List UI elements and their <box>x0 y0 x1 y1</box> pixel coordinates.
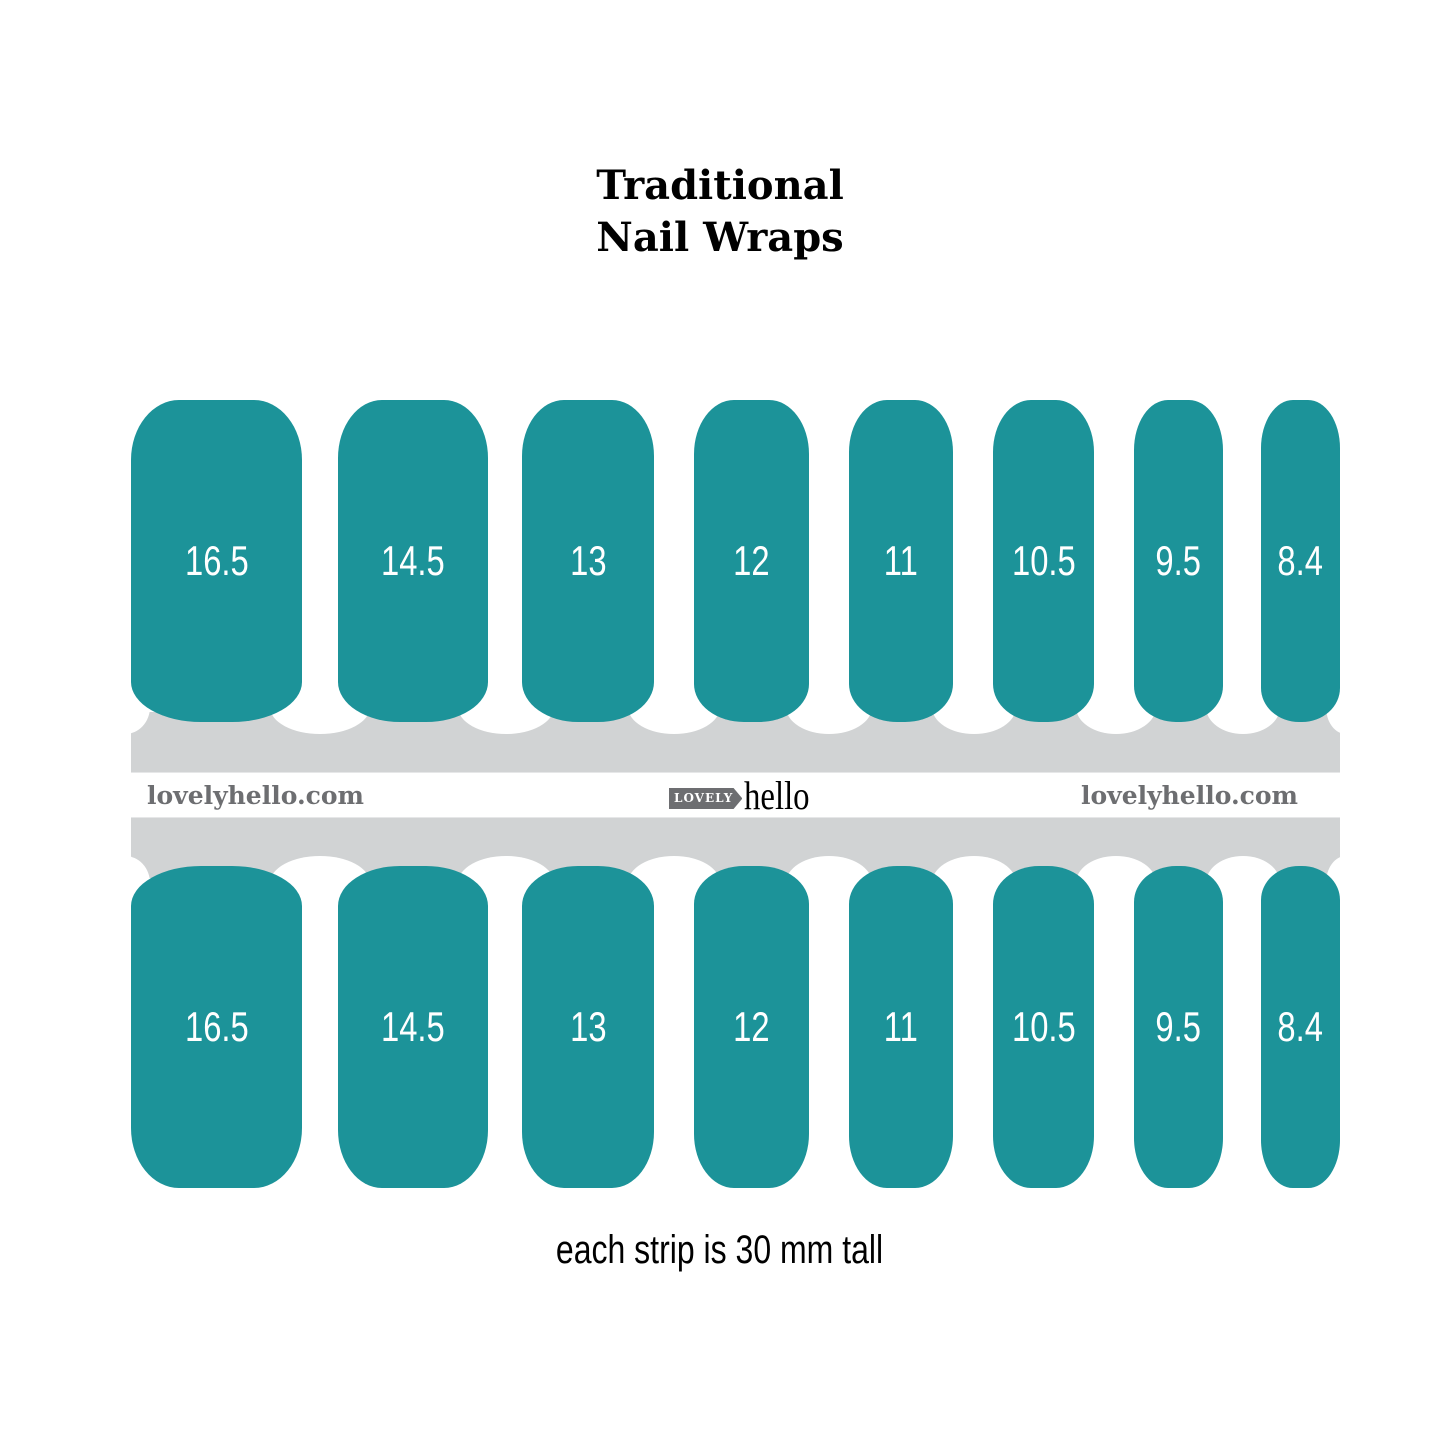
nail-size-label: 9.5 <box>1155 1003 1202 1050</box>
nail-size-label: 12 <box>733 537 770 584</box>
nail-size-label: 13 <box>569 537 607 584</box>
nail-size-label: 9.5 <box>1155 537 1202 584</box>
nail-wrap: 11 <box>849 400 953 722</box>
website-text-left: lovelyhello.com <box>147 781 364 810</box>
brand-logo: LOVELY hello <box>669 776 824 816</box>
nail-wrap: 16.5 <box>131 866 302 1188</box>
caption-text: each strip is 30 mm tall <box>556 1228 884 1272</box>
nail-size-label: 11 <box>883 1003 918 1050</box>
page-title: Traditional Nail Wraps <box>0 160 1440 264</box>
nail-size-label: 10.5 <box>1011 537 1076 584</box>
nail-wrap: 13 <box>522 866 654 1188</box>
nail-wrap: 12 <box>694 866 809 1188</box>
nail-size-label: 8.4 <box>1277 537 1324 584</box>
nail-size-label: 13 <box>569 1003 607 1050</box>
nail-size-label: 16.5 <box>184 537 249 584</box>
nail-size-label: 14.5 <box>381 1003 445 1050</box>
nail-wrap: 8.4 <box>1261 866 1340 1188</box>
nail-size-label: 12 <box>733 1003 770 1050</box>
nail-size-label: 10.5 <box>1011 1003 1076 1050</box>
nail-wrap: 14.5 <box>338 400 488 722</box>
nail-wrap: 10.5 <box>993 866 1094 1188</box>
logo-tag: LOVELY <box>669 788 743 809</box>
nail-wrap: 8.4 <box>1261 400 1340 722</box>
website-text-right: lovelyhello.com <box>1081 781 1298 810</box>
logo-word: hello <box>744 773 810 818</box>
nail-wrap: 9.5 <box>1134 866 1223 1188</box>
nail-size-label: 14.5 <box>381 537 445 584</box>
nail-wrap: 11 <box>849 866 953 1188</box>
title-line-1: Traditional <box>596 162 844 209</box>
nail-wrap: 16.5 <box>131 400 302 722</box>
nail-size-label: 16.5 <box>184 1003 249 1050</box>
nail-wrap: 13 <box>522 400 654 722</box>
nail-wrap: 12 <box>694 400 809 722</box>
size-caption: each strip is 30 mm tall <box>0 1228 1440 1273</box>
nail-wrap: 10.5 <box>993 400 1094 722</box>
title-line-2: Nail Wraps <box>596 214 844 261</box>
nail-size-label: 8.4 <box>1277 1003 1324 1050</box>
nail-wrap: 14.5 <box>338 866 488 1188</box>
nail-wrap: 9.5 <box>1134 400 1223 722</box>
nail-size-label: 11 <box>883 537 918 584</box>
